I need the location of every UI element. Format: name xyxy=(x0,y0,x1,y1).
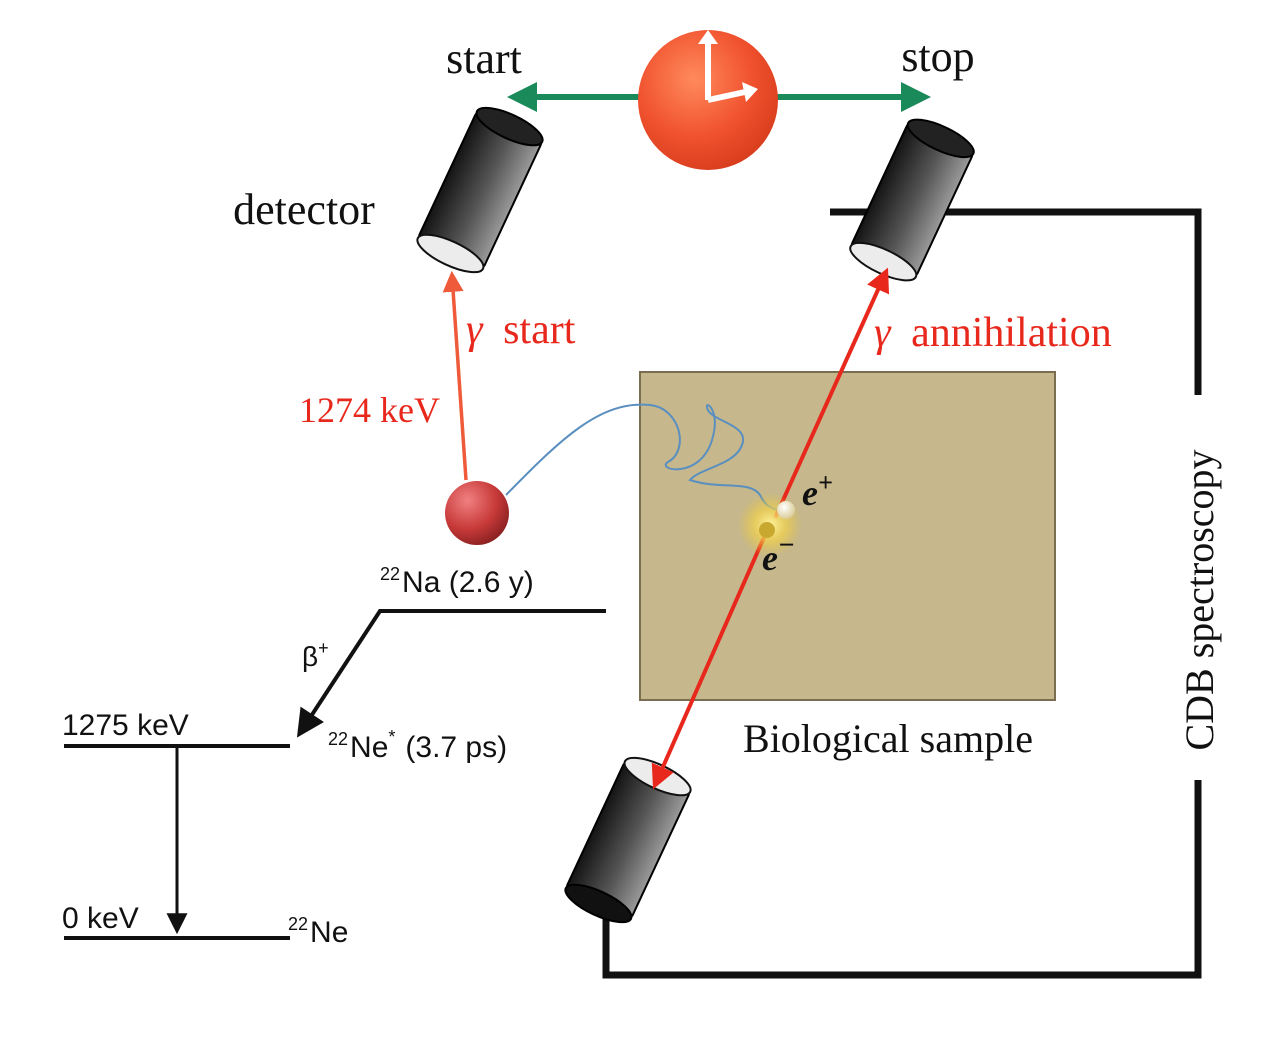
energy-1274-label: 1274 keV xyxy=(299,390,440,430)
clock-icon xyxy=(638,30,778,170)
level-1275-label: 1275 keV xyxy=(62,709,189,742)
gamma-symbol: γ xyxy=(466,307,484,353)
biological-sample-block xyxy=(639,371,1056,701)
electron-sup: − xyxy=(778,530,795,561)
ne22-excited-sup: * xyxy=(388,727,395,747)
annihilation-gamma-down xyxy=(651,534,767,790)
ne22-excited-mass: 22 xyxy=(328,729,348,749)
beta-plus-label: β+ xyxy=(302,638,329,672)
electron-dot xyxy=(759,522,775,538)
positron-sup: + xyxy=(818,468,833,497)
cdb-circuit xyxy=(602,208,1202,979)
gamma-annihilation-label: γ annihilation xyxy=(874,310,1112,356)
gamma-start-text: start xyxy=(503,307,576,353)
ne22-excited-label: 22Ne* (3.7 ps) xyxy=(328,727,507,764)
gamma-start-arrow xyxy=(442,270,468,481)
biological-sample-label: Biological sample xyxy=(743,716,1033,761)
positron-label: e+ xyxy=(802,468,833,513)
gamma-start-label: γ start xyxy=(466,307,576,353)
na22-text: Na (2.6 y) xyxy=(402,566,534,599)
start-detector xyxy=(416,106,544,274)
beta-sup: + xyxy=(318,638,329,658)
ne22-mass: 22 xyxy=(288,914,308,934)
ne22-label: 22Ne xyxy=(288,914,348,949)
electron-e: e xyxy=(762,538,778,578)
ne22-excited-life: (3.7 ps) xyxy=(405,731,507,764)
na22-label: 22Na (2.6 y) xyxy=(380,564,534,599)
start-label: start xyxy=(446,34,522,83)
ne22-text: Ne xyxy=(310,916,348,949)
annihilation-gamma-up xyxy=(773,267,890,519)
positron-dot xyxy=(777,501,795,519)
positron-e: e xyxy=(802,473,818,513)
stop-detector xyxy=(849,118,975,282)
beta-symbol: β xyxy=(302,641,318,672)
decay-scheme xyxy=(64,609,606,940)
na22-source xyxy=(445,481,509,545)
bottom-detector xyxy=(564,756,692,924)
gamma-annihilation-text: annihilation xyxy=(911,310,1112,356)
gamma-symbol-2: γ xyxy=(874,310,892,356)
ne22-excited-text: Ne xyxy=(350,731,388,764)
level-0-label: 0 keV xyxy=(62,902,139,935)
positron-path xyxy=(505,403,779,511)
electron-label: e− xyxy=(762,530,795,578)
cdb-spectroscopy-label: CDB spectroscopy xyxy=(1177,449,1222,750)
na22-mass: 22 xyxy=(380,564,400,584)
detector-label: detector xyxy=(233,185,375,234)
stop-label: stop xyxy=(901,32,974,81)
